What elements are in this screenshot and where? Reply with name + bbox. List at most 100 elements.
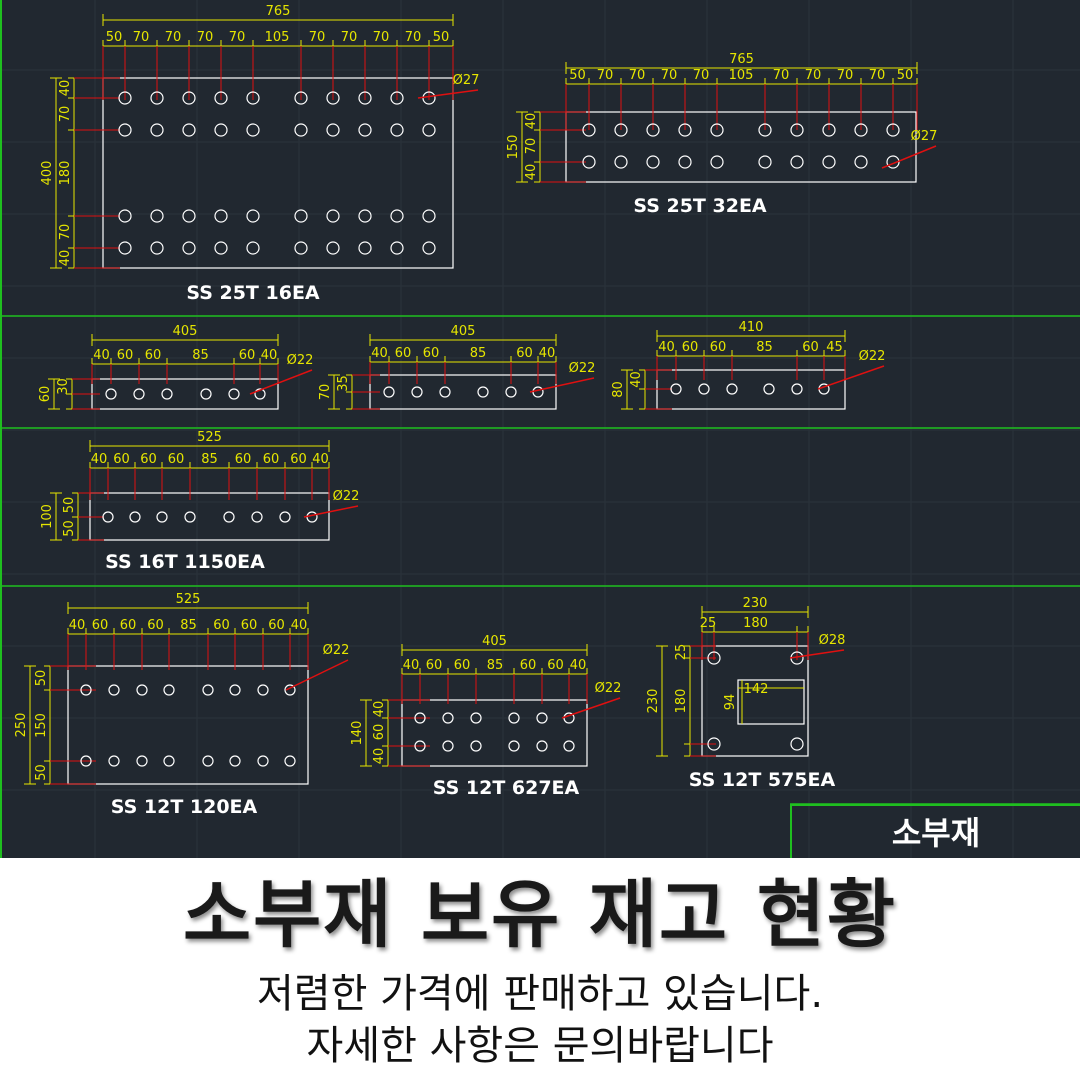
part9-bolt-hole <box>707 737 721 751</box>
part2-part-label: SS 25T 32EA <box>633 195 767 217</box>
part1-bolt-hole <box>182 123 196 137</box>
part1-bolt-hole <box>422 123 436 137</box>
part1-hole-leader <box>417 89 479 99</box>
part9-width-seg-label: 25 <box>700 616 717 631</box>
part1-bolt-hole <box>422 209 436 223</box>
part1-bolt-hole <box>390 241 404 255</box>
part4-hole-leader <box>529 377 595 393</box>
part8-width-seg-label: 40 <box>570 658 587 673</box>
part6-bolt-hole <box>279 511 291 523</box>
part1-height-seg-label: 70 <box>58 106 73 123</box>
part1-bolt-hole <box>118 209 132 223</box>
part5-hole-diameter-label: Ø22 <box>859 349 886 364</box>
part6-width-seg-label: 60 <box>290 452 307 467</box>
part8-height-seg-label: 60 <box>372 724 387 741</box>
part1-height-seg-label: 40 <box>58 80 73 97</box>
part7-hole-diameter-label: Ø22 <box>323 643 350 658</box>
part1-width-seg-label: 70 <box>165 30 182 45</box>
part2-bolt-hole <box>854 155 868 169</box>
part6-width-seg-label: 40 <box>91 452 108 467</box>
part7-bolt-hole <box>257 684 269 696</box>
part3-height-total-label: 60 <box>38 386 53 403</box>
part3-hole-diameter-label: Ø22 <box>287 353 314 368</box>
part3-bolt-hole <box>105 388 117 400</box>
part1-bolt-hole <box>214 123 228 137</box>
part7-width-seg-label: 60 <box>92 618 109 633</box>
part1-bolt-hole <box>118 91 132 105</box>
part7-hole-leader <box>285 659 349 691</box>
part9-height-seg-label: 180 <box>674 689 689 714</box>
caption-area: 소부재 보유 재고 현황 저렴한 가격에 판매하고 있습니다. 자세한 사항은 … <box>0 858 1080 1080</box>
part7-bolt-hole <box>257 755 269 767</box>
part6-bolt-hole <box>306 511 318 523</box>
page-title: 소부재 보유 재고 현황 <box>182 872 897 958</box>
part3-hole-leader <box>249 369 313 395</box>
part4-width-seg-label: 60 <box>423 346 440 361</box>
part6-bolt-hole <box>184 511 196 523</box>
part6-height-total-label: 100 <box>40 504 55 529</box>
part8-hole-diameter-label: Ø22 <box>595 681 622 696</box>
part1-bolt-hole <box>150 123 164 137</box>
part8-width-seg-label: 60 <box>520 658 537 673</box>
part3-width-seg-label: 60 <box>145 348 162 363</box>
part3-width-seg-label: 40 <box>93 348 110 363</box>
part2-height-seg-label: 40 <box>524 164 539 181</box>
part4-bolt-hole <box>383 386 395 398</box>
part2-bolt-hole <box>822 155 836 169</box>
part3-width-total-label: 405 <box>173 324 198 339</box>
part9-hole-leader <box>789 649 845 659</box>
part5-width-seg-label: 60 <box>682 340 699 355</box>
part4-hole-diameter-label: Ø22 <box>569 361 596 376</box>
part1-width-seg-label: 105 <box>265 30 290 45</box>
part3-bolt-hole <box>200 388 212 400</box>
part4-bolt-hole <box>505 386 517 398</box>
part5-plate-outline <box>656 369 846 410</box>
part3-bolt-hole <box>228 388 240 400</box>
part8-bolt-hole <box>536 740 548 752</box>
part4-bolt-hole <box>439 386 451 398</box>
part1-bolt-hole <box>326 209 340 223</box>
part9-width-total-label: 230 <box>743 596 768 611</box>
part2-plate-outline <box>565 111 917 183</box>
part1-bolt-hole <box>150 241 164 255</box>
part2-hole-diameter-label: Ø27 <box>911 129 938 144</box>
part1-bolt-hole <box>246 241 260 255</box>
part2-width-seg-label: 70 <box>661 68 678 83</box>
part1-bolt-hole <box>246 91 260 105</box>
part4-width-seg-label: 40 <box>371 346 388 361</box>
part5-width-seg-label: 85 <box>756 340 773 355</box>
part3-bolt-hole <box>133 388 145 400</box>
part8-hole-leader <box>561 697 621 719</box>
part2-hole-leader <box>881 145 937 169</box>
part3-width-seg-label: 85 <box>192 348 209 363</box>
part8-bolt-hole <box>470 712 482 724</box>
part7-bolt-hole <box>108 755 120 767</box>
part6-width-seg-label: 60 <box>113 452 130 467</box>
part2-width-seg-label: 50 <box>569 68 586 83</box>
part1-height-seg-label: 70 <box>58 224 73 241</box>
part2-bolt-hole <box>758 155 772 169</box>
part1-bolt-hole <box>294 91 308 105</box>
part7-height-seg-label: 150 <box>34 713 49 738</box>
part3-height-seg-label: 30 <box>56 378 71 395</box>
part9-bolt-hole <box>707 651 721 665</box>
part7-width-seg-label: 60 <box>213 618 230 633</box>
part8-bolt-hole <box>442 712 454 724</box>
part2-width-seg-label: 70 <box>597 68 614 83</box>
part2-bolt-hole <box>582 155 596 169</box>
part4-width-seg-label: 40 <box>539 346 556 361</box>
part2-width-seg-label: 50 <box>897 68 914 83</box>
part1-width-seg-label: 70 <box>373 30 390 45</box>
part2-bolt-hole <box>758 123 772 137</box>
part8-bolt-hole <box>563 740 575 752</box>
part2-width-seg-label: 70 <box>837 68 854 83</box>
part1-bolt-hole <box>214 241 228 255</box>
part2-bolt-hole <box>614 123 628 137</box>
part4-bolt-hole <box>477 386 489 398</box>
part8-bolt-hole <box>508 712 520 724</box>
part1-bolt-hole <box>182 91 196 105</box>
part7-bolt-hole <box>202 755 214 767</box>
part1-bolt-hole <box>246 209 260 223</box>
part2-bolt-hole <box>582 123 596 137</box>
part5-bolt-hole <box>791 383 803 395</box>
